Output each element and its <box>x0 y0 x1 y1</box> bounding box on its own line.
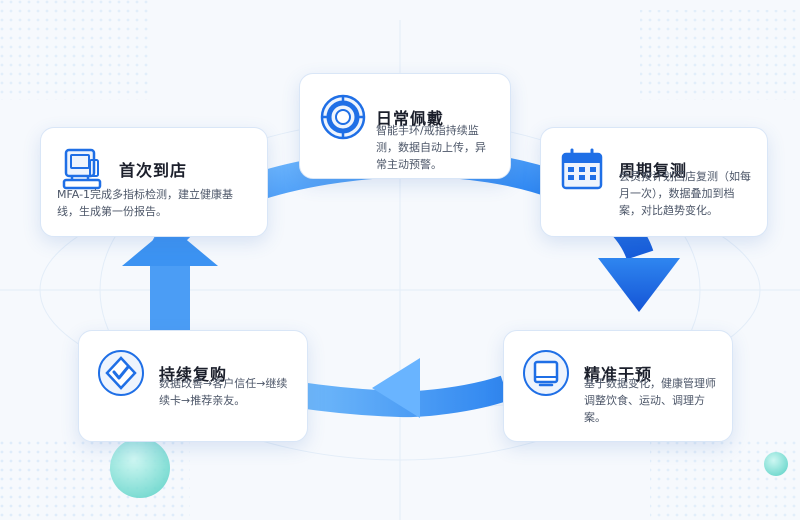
arrow-shaft-left <box>150 262 190 330</box>
calendar-icon <box>557 144 607 194</box>
monitor-icon <box>520 347 572 399</box>
card-periodic-retest: 周期复测 会员按计划回店复测（如每月一次），数据叠加到档案，对比趋势变化。 <box>540 127 768 237</box>
dot-pattern-top-left <box>0 0 150 100</box>
teal-circle-large <box>110 438 170 498</box>
card-description: MFA-1完成多指标检测，建立健康基线，生成第一份报告。 <box>57 188 234 218</box>
card-title: 周期复测 <box>619 161 688 180</box>
arrow-left-bottom <box>372 358 420 418</box>
card-continued-repurchase: 持续复购 数据改善→客户信任→继续续卡→推荐亲友。 <box>78 330 308 442</box>
card-precise-intervention: 精准干预 基于数据变化，健康管理师调整饮食、运动、调理方案。 <box>503 330 733 442</box>
teal-circle-small <box>764 452 788 476</box>
dot-pattern-top-right <box>640 10 800 100</box>
kiosk-terminal-icon <box>57 144 107 194</box>
card-title: 持续复购 <box>159 365 228 384</box>
card-first-visit: 首次到店 MFA-1完成多指标检测，建立健康基线，生成第一份报告。 <box>40 127 268 237</box>
card-daily-wear: 日常佩戴 智能手环/戒指持续监测，数据自动上传，异常主动预警。 <box>299 73 511 179</box>
arrow-down-right <box>598 258 680 312</box>
card-description: 基于数据变化，健康管理师调整饮食、运动、调理方案。 <box>584 377 716 424</box>
card-description: 智能手环/戒指持续监测，数据自动上传，异常主动预警。 <box>376 124 486 171</box>
dot-pattern-bottom-right <box>650 440 800 520</box>
card-description: 数据改善→客户信任→继续续卡→推荐亲友。 <box>159 377 288 407</box>
card-description: 会员按计划回店复测（如每月一次），数据叠加到档案，对比趋势变化。 <box>619 170 751 217</box>
arrow-up-left <box>122 226 218 266</box>
card-title: 日常佩戴 <box>376 109 445 128</box>
card-title: 精准干预 <box>584 365 653 384</box>
ring-buoy-icon <box>316 90 370 144</box>
card-title: 首次到店 <box>119 161 188 180</box>
diamond-check-icon <box>95 347 147 399</box>
